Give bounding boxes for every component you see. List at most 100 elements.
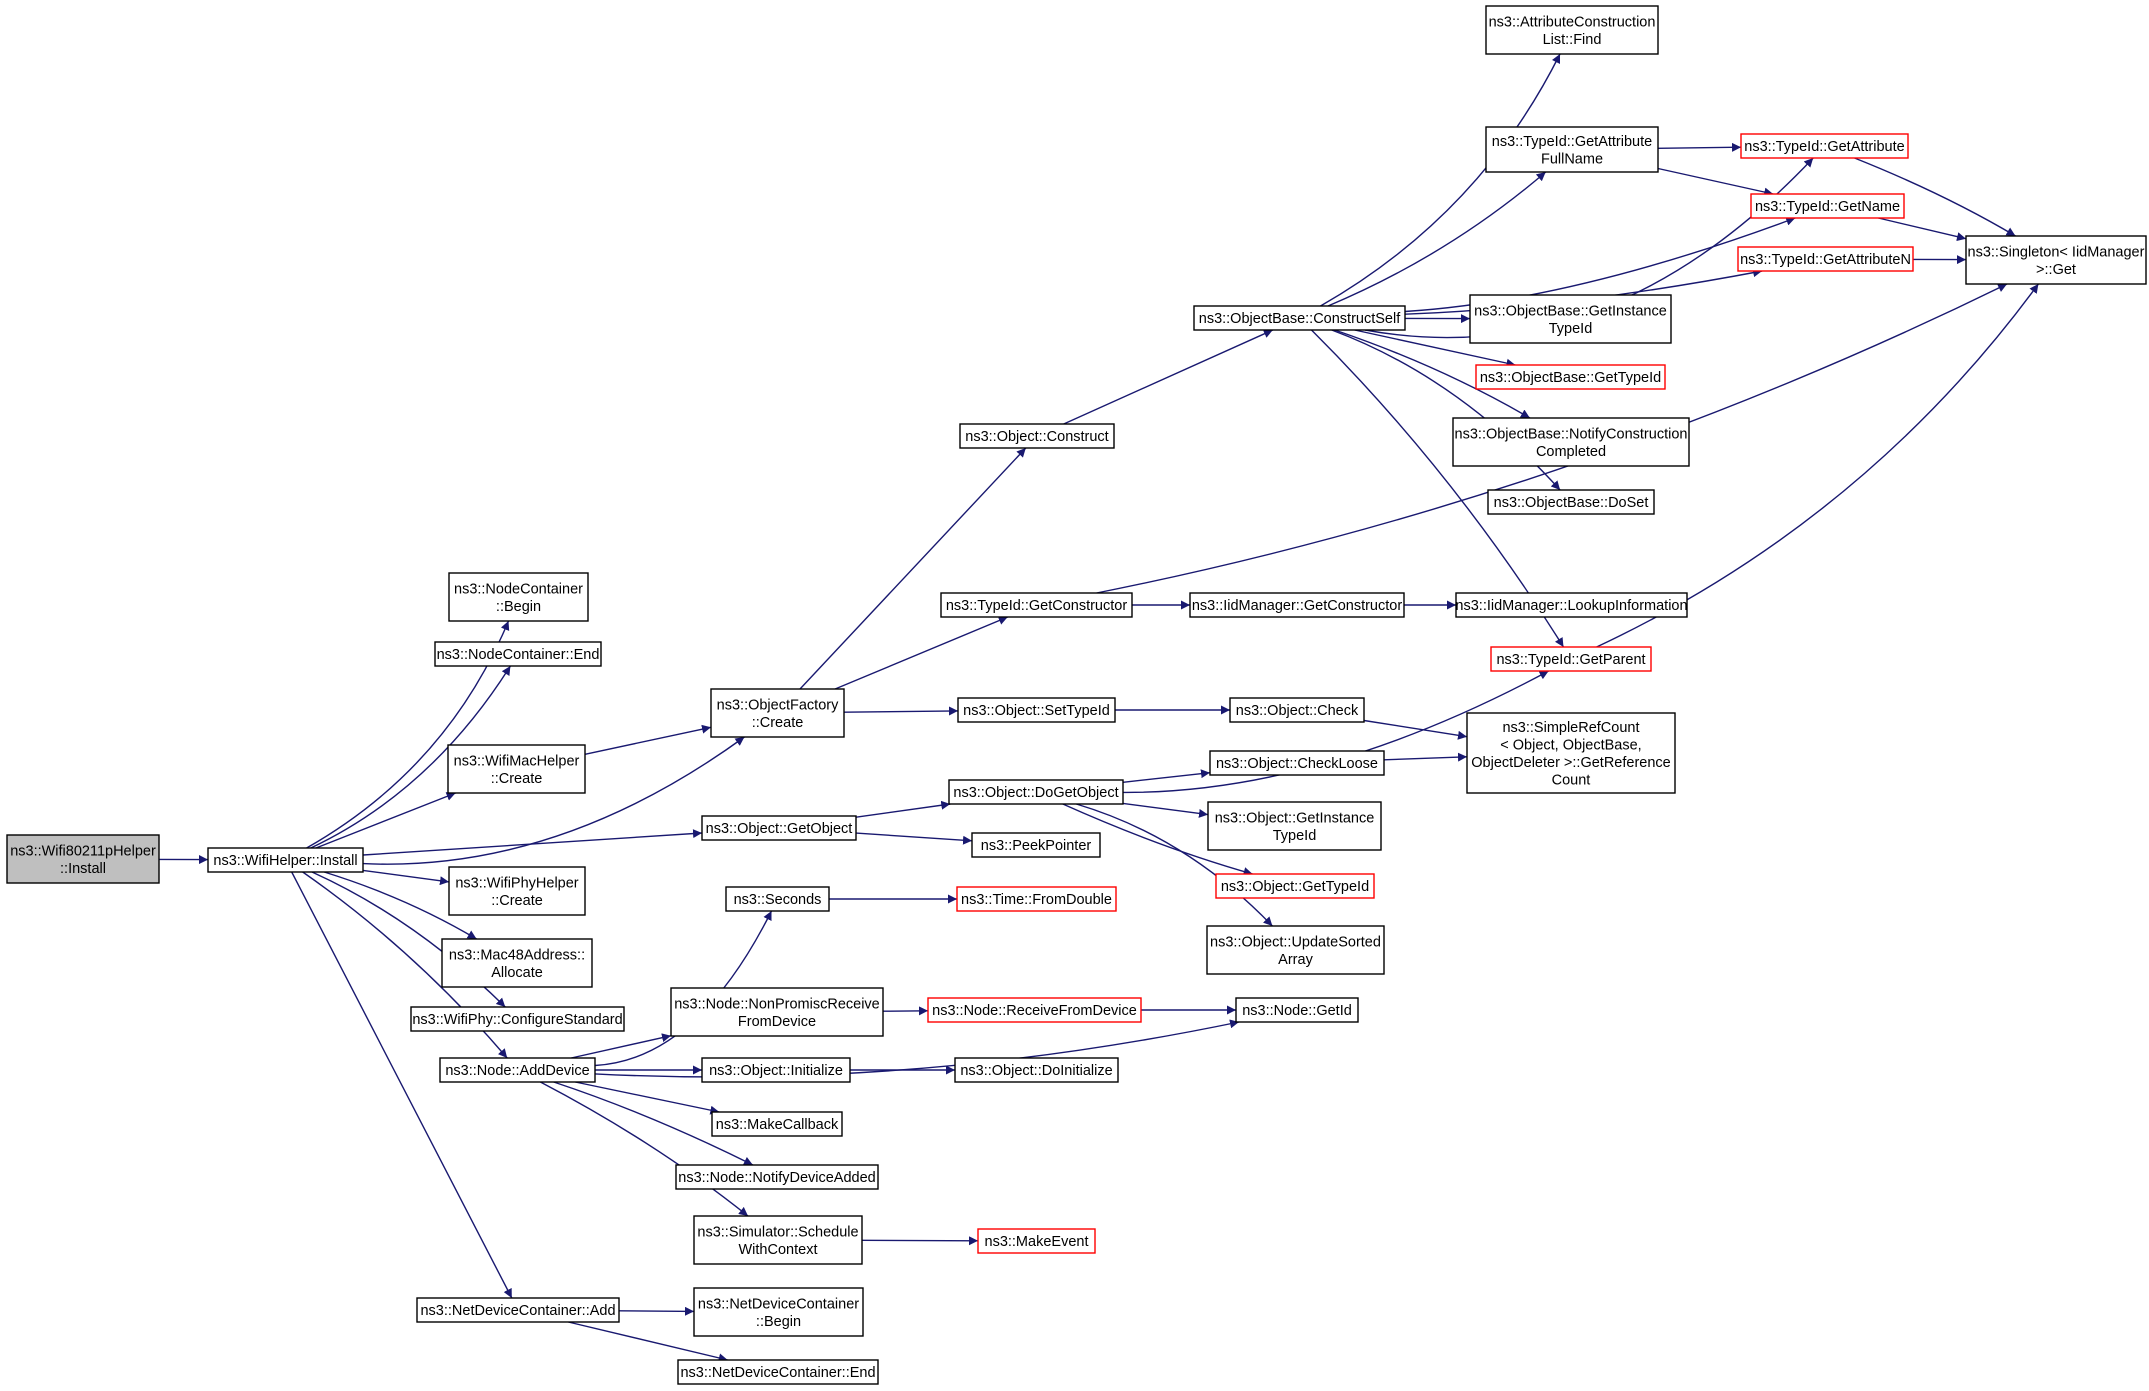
node-objectfactory_create[interactable]: ns3::ObjectFactory::Create [710,688,845,738]
node-box-typeid_getparent[interactable] [1490,646,1652,672]
node-box-netdevicecontainer_add[interactable] [416,1297,620,1323]
node-makeevent[interactable]: ns3::MakeEvent [977,1228,1096,1254]
node-typeid_getparent[interactable]: ns3::TypeId::GetParent [1490,646,1652,672]
node-box-attributeconstructionlist_find[interactable] [1485,5,1659,55]
node-box-root[interactable] [6,834,160,884]
node-objectbase_constructself[interactable]: ns3::ObjectBase::ConstructSelf [1193,305,1406,331]
node-box-singleton_get[interactable] [1965,235,2147,285]
node-box-object_dogetobject[interactable] [948,779,1124,805]
node-nodecontainer_end[interactable]: ns3::NodeContainer::End [434,641,602,667]
node-box-wifimachelper_create[interactable] [447,744,586,794]
node-box-node_notifydeviceadded[interactable] [675,1164,879,1190]
node-simplerefcount_getreferencecount[interactable]: ns3::SimpleRefCount< Object, ObjectBase,… [1466,712,1676,794]
node-objectbase_gettypeid[interactable]: ns3::ObjectBase::GetTypeId [1475,364,1666,390]
node-box-wifihelper_install[interactable] [207,847,364,873]
node-typeid_getattributen[interactable]: ns3::TypeId::GetAttributeN [1737,246,1914,272]
node-makecallback[interactable]: ns3::MakeCallback [711,1111,843,1137]
node-object_checkloose[interactable]: ns3::Object::CheckLoose [1209,750,1385,776]
node-box-object_updatesortedarray[interactable] [1206,925,1385,975]
node-box-typeid_getattributefullname[interactable] [1485,126,1659,173]
node-iidmanager_getconstructor[interactable]: ns3::IidManager::GetConstructor [1189,592,1405,618]
node-singleton_get[interactable]: ns3::Singleton< IidManager>::Get [1965,235,2147,285]
node-wifiphyhelper_create[interactable]: ns3::WifiPhyHelper::Create [448,866,586,916]
node-box-makeevent[interactable] [977,1228,1096,1254]
node-box-typeid_getname[interactable] [1750,193,1905,219]
node-box-time_fromdouble[interactable] [956,886,1117,912]
node-box-nodecontainer_begin[interactable] [448,572,589,622]
node-box-node_getid[interactable] [1235,997,1359,1023]
node-box-makecallback[interactable] [711,1111,843,1137]
node-box-iidmanager_lookupinformation[interactable] [1455,592,1688,618]
node-box-object_gettypeid[interactable] [1215,873,1375,899]
node-iidmanager_lookupinformation[interactable]: ns3::IidManager::LookupInformation [1455,592,1688,618]
node-box-netdevicecontainer_begin[interactable] [693,1287,864,1337]
node-nodecontainer_begin[interactable]: ns3::NodeContainer::Begin [448,572,589,622]
node-netdevicecontainer_add[interactable]: ns3::NetDeviceContainer::Add [416,1297,620,1323]
node-seconds[interactable]: ns3::Seconds [725,886,830,912]
node-box-netdevicecontainer_end[interactable] [677,1359,879,1385]
node-box-simulator_schedulewithcontext[interactable] [693,1215,863,1265]
node-box-objectbase_getinstancetypeid[interactable] [1469,294,1672,344]
node-object_gettypeid[interactable]: ns3::Object::GetTypeId [1215,873,1375,899]
node-object_getobject[interactable]: ns3::Object::GetObject [701,815,857,841]
node-box-node_nonpromiscreceive[interactable] [670,987,884,1037]
node-box-typeid_getconstructor[interactable] [940,592,1133,618]
node-typeid_getattribute[interactable]: ns3::TypeId::GetAttribute [1740,133,1909,159]
node-node_receivefromdevice[interactable]: ns3::Node::ReceiveFromDevice [927,997,1142,1023]
node-typeid_getconstructor[interactable]: ns3::TypeId::GetConstructor [940,592,1133,618]
node-root[interactable]: ns3::Wifi80211pHelper::Install [6,834,160,884]
node-box-object_construct[interactable] [959,423,1115,449]
node-object_construct[interactable]: ns3::Object::Construct [959,423,1115,449]
node-object_settypeid[interactable]: ns3::Object::SetTypeId [957,697,1116,723]
node-box-objectbase_gettypeid[interactable] [1475,364,1666,390]
node-peekpointer[interactable]: ns3::PeekPointer [971,832,1101,858]
node-box-typeid_getattributen[interactable] [1737,246,1914,272]
node-box-simplerefcount_getreferencecount[interactable] [1466,712,1676,794]
node-box-object_settypeid[interactable] [957,697,1116,723]
node-box-objectfactory_create[interactable] [710,688,845,738]
node-box-objectbase_notifyconstructioncompleted[interactable] [1452,417,1690,467]
node-box-object_getobject[interactable] [701,815,857,841]
node-box-nodecontainer_end[interactable] [434,641,602,667]
node-objectbase_doset[interactable]: ns3::ObjectBase::DoSet [1487,489,1655,515]
node-object_initialize[interactable]: ns3::Object::Initialize [701,1057,851,1083]
node-wifihelper_install[interactable]: ns3::WifiHelper::Install [207,847,364,873]
node-object_dogetobject[interactable]: ns3::Object::DoGetObject [948,779,1124,805]
node-object_doinitialize[interactable]: ns3::Object::DoInitialize [954,1057,1119,1083]
node-object_check[interactable]: ns3::Object::Check [1229,697,1365,723]
node-box-object_check[interactable] [1229,697,1365,723]
node-netdevicecontainer_end[interactable]: ns3::NetDeviceContainer::End [677,1359,879,1385]
node-wifimachelper_create[interactable]: ns3::WifiMacHelper::Create [447,744,586,794]
node-box-typeid_getattribute[interactable] [1740,133,1909,159]
node-node_adddevice[interactable]: ns3::Node::AddDevice [439,1057,596,1083]
node-box-seconds[interactable] [725,886,830,912]
node-wifiphy_configurestandard[interactable]: ns3::WifiPhy::ConfigureStandard [410,1006,625,1032]
node-box-objectbase_constructself[interactable] [1193,305,1406,331]
node-box-mac48_allocate[interactable] [441,938,593,988]
node-box-wifiphy_configurestandard[interactable] [410,1006,625,1032]
node-objectbase_notifyconstructioncompleted[interactable]: ns3::ObjectBase::NotifyConstructionCompl… [1452,417,1690,467]
node-box-object_checkloose[interactable] [1209,750,1385,776]
node-box-object_doinitialize[interactable] [954,1057,1119,1083]
node-box-wifiphyhelper_create[interactable] [448,866,586,916]
node-box-peekpointer[interactable] [971,832,1101,858]
node-box-object_getinstancetypeid[interactable] [1207,801,1382,851]
node-time_fromdouble[interactable]: ns3::Time::FromDouble [956,886,1117,912]
node-netdevicecontainer_begin[interactable]: ns3::NetDeviceContainer::Begin [693,1287,864,1337]
node-box-node_receivefromdevice[interactable] [927,997,1142,1023]
node-box-object_initialize[interactable] [701,1057,851,1083]
node-typeid_getname[interactable]: ns3::TypeId::GetName [1750,193,1905,219]
node-box-iidmanager_getconstructor[interactable] [1189,592,1405,618]
node-node_getid[interactable]: ns3::Node::GetId [1235,997,1359,1023]
node-mac48_allocate[interactable]: ns3::Mac48Address::Allocate [441,938,593,988]
node-box-node_adddevice[interactable] [439,1057,596,1083]
node-box-objectbase_doset[interactable] [1487,489,1655,515]
node-node_notifydeviceadded[interactable]: ns3::Node::NotifyDeviceAdded [675,1164,879,1190]
